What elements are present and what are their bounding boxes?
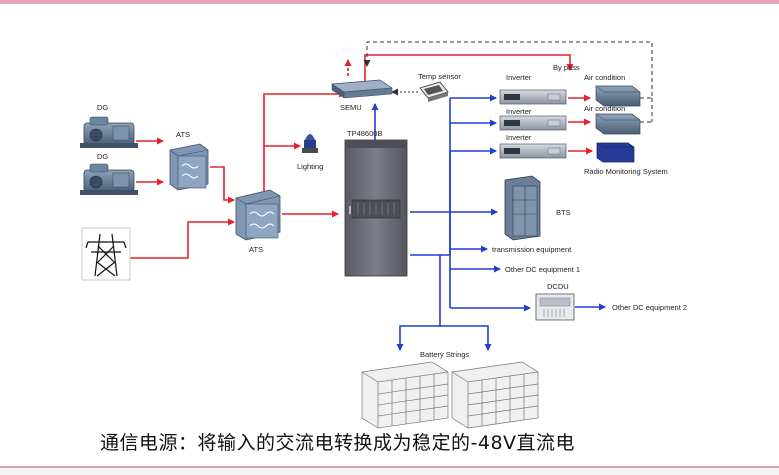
signal-line-air-semu	[363, 41, 653, 99]
air-condition-2	[595, 113, 641, 135]
ac-line-bypass	[364, 54, 574, 84]
lighting-label: Lighting	[297, 162, 323, 171]
temp-sensor-label: Temp sensor	[418, 72, 461, 81]
generator-top	[80, 116, 138, 148]
dc-line-battery-right	[440, 325, 492, 351]
dg-bottom-label: DG	[97, 152, 108, 161]
inverter-3	[499, 143, 567, 159]
top-accent-bar	[0, 0, 779, 4]
dg-top-label: DG	[97, 103, 108, 112]
inverter-1-label: Inverter	[506, 73, 532, 82]
diagram-caption: 通信电源：将输入的交流电转换成为稳定的-48V直流电	[100, 432, 576, 454]
battery-strings-label: Battery Strings	[420, 350, 469, 359]
inverter-2	[499, 115, 567, 131]
bts-label: BTS	[556, 208, 571, 217]
semu-unit	[330, 79, 394, 99]
air-condition-1	[595, 85, 641, 107]
battery-rack-left	[361, 361, 449, 429]
ats-main-box	[235, 189, 281, 241]
other-dc-1-label: Other DC equipment 1	[505, 265, 580, 274]
ac-line-ats-semu	[263, 90, 346, 192]
inverter-3-label: Inverter	[506, 133, 532, 142]
temp-sensor-device	[419, 81, 449, 102]
radio-monitoring-label: Radio Monitoring System	[584, 167, 668, 176]
ats-top-box	[169, 143, 209, 191]
tp-label: TP48600B	[347, 129, 382, 138]
signal-connections	[363, 41, 653, 123]
other-dc-2-label: Other DC equipment 2	[612, 303, 687, 312]
bypass-label: By pass	[553, 63, 580, 72]
ats-main-label: ATS	[249, 245, 263, 254]
semu-label: SEMU	[340, 103, 362, 112]
ac-line-ats-ats	[210, 166, 235, 204]
transmission-label: transmission equipment	[492, 245, 572, 254]
ac-line-grid-ats	[130, 218, 235, 259]
ac-connections	[130, 54, 593, 259]
ats-top-label: ATS	[176, 130, 190, 139]
dc-line-battery-left	[396, 255, 441, 351]
dcdu-unit	[535, 293, 575, 321]
radio-monitoring-device	[596, 142, 635, 163]
dc-bus-vertical	[410, 123, 451, 256]
inverter-1	[499, 89, 567, 105]
battery-rack-right	[451, 361, 539, 429]
generator-bottom	[80, 163, 138, 195]
dc-connections	[371, 94, 606, 351]
lighting-icon	[302, 134, 318, 153]
bottom-accent-line	[0, 466, 779, 468]
power-tower-icon	[81, 227, 131, 281]
tp48600b-cabinet	[344, 139, 408, 277]
inverter-2-label: Inverter	[506, 107, 532, 116]
bottom-bar	[0, 468, 779, 475]
air-condition-1-label: Air condition	[584, 73, 625, 82]
bts-cabinet	[504, 175, 541, 241]
air-condition-2-label: Air condition	[584, 104, 625, 113]
dcdu-label: DCDU	[547, 282, 569, 291]
